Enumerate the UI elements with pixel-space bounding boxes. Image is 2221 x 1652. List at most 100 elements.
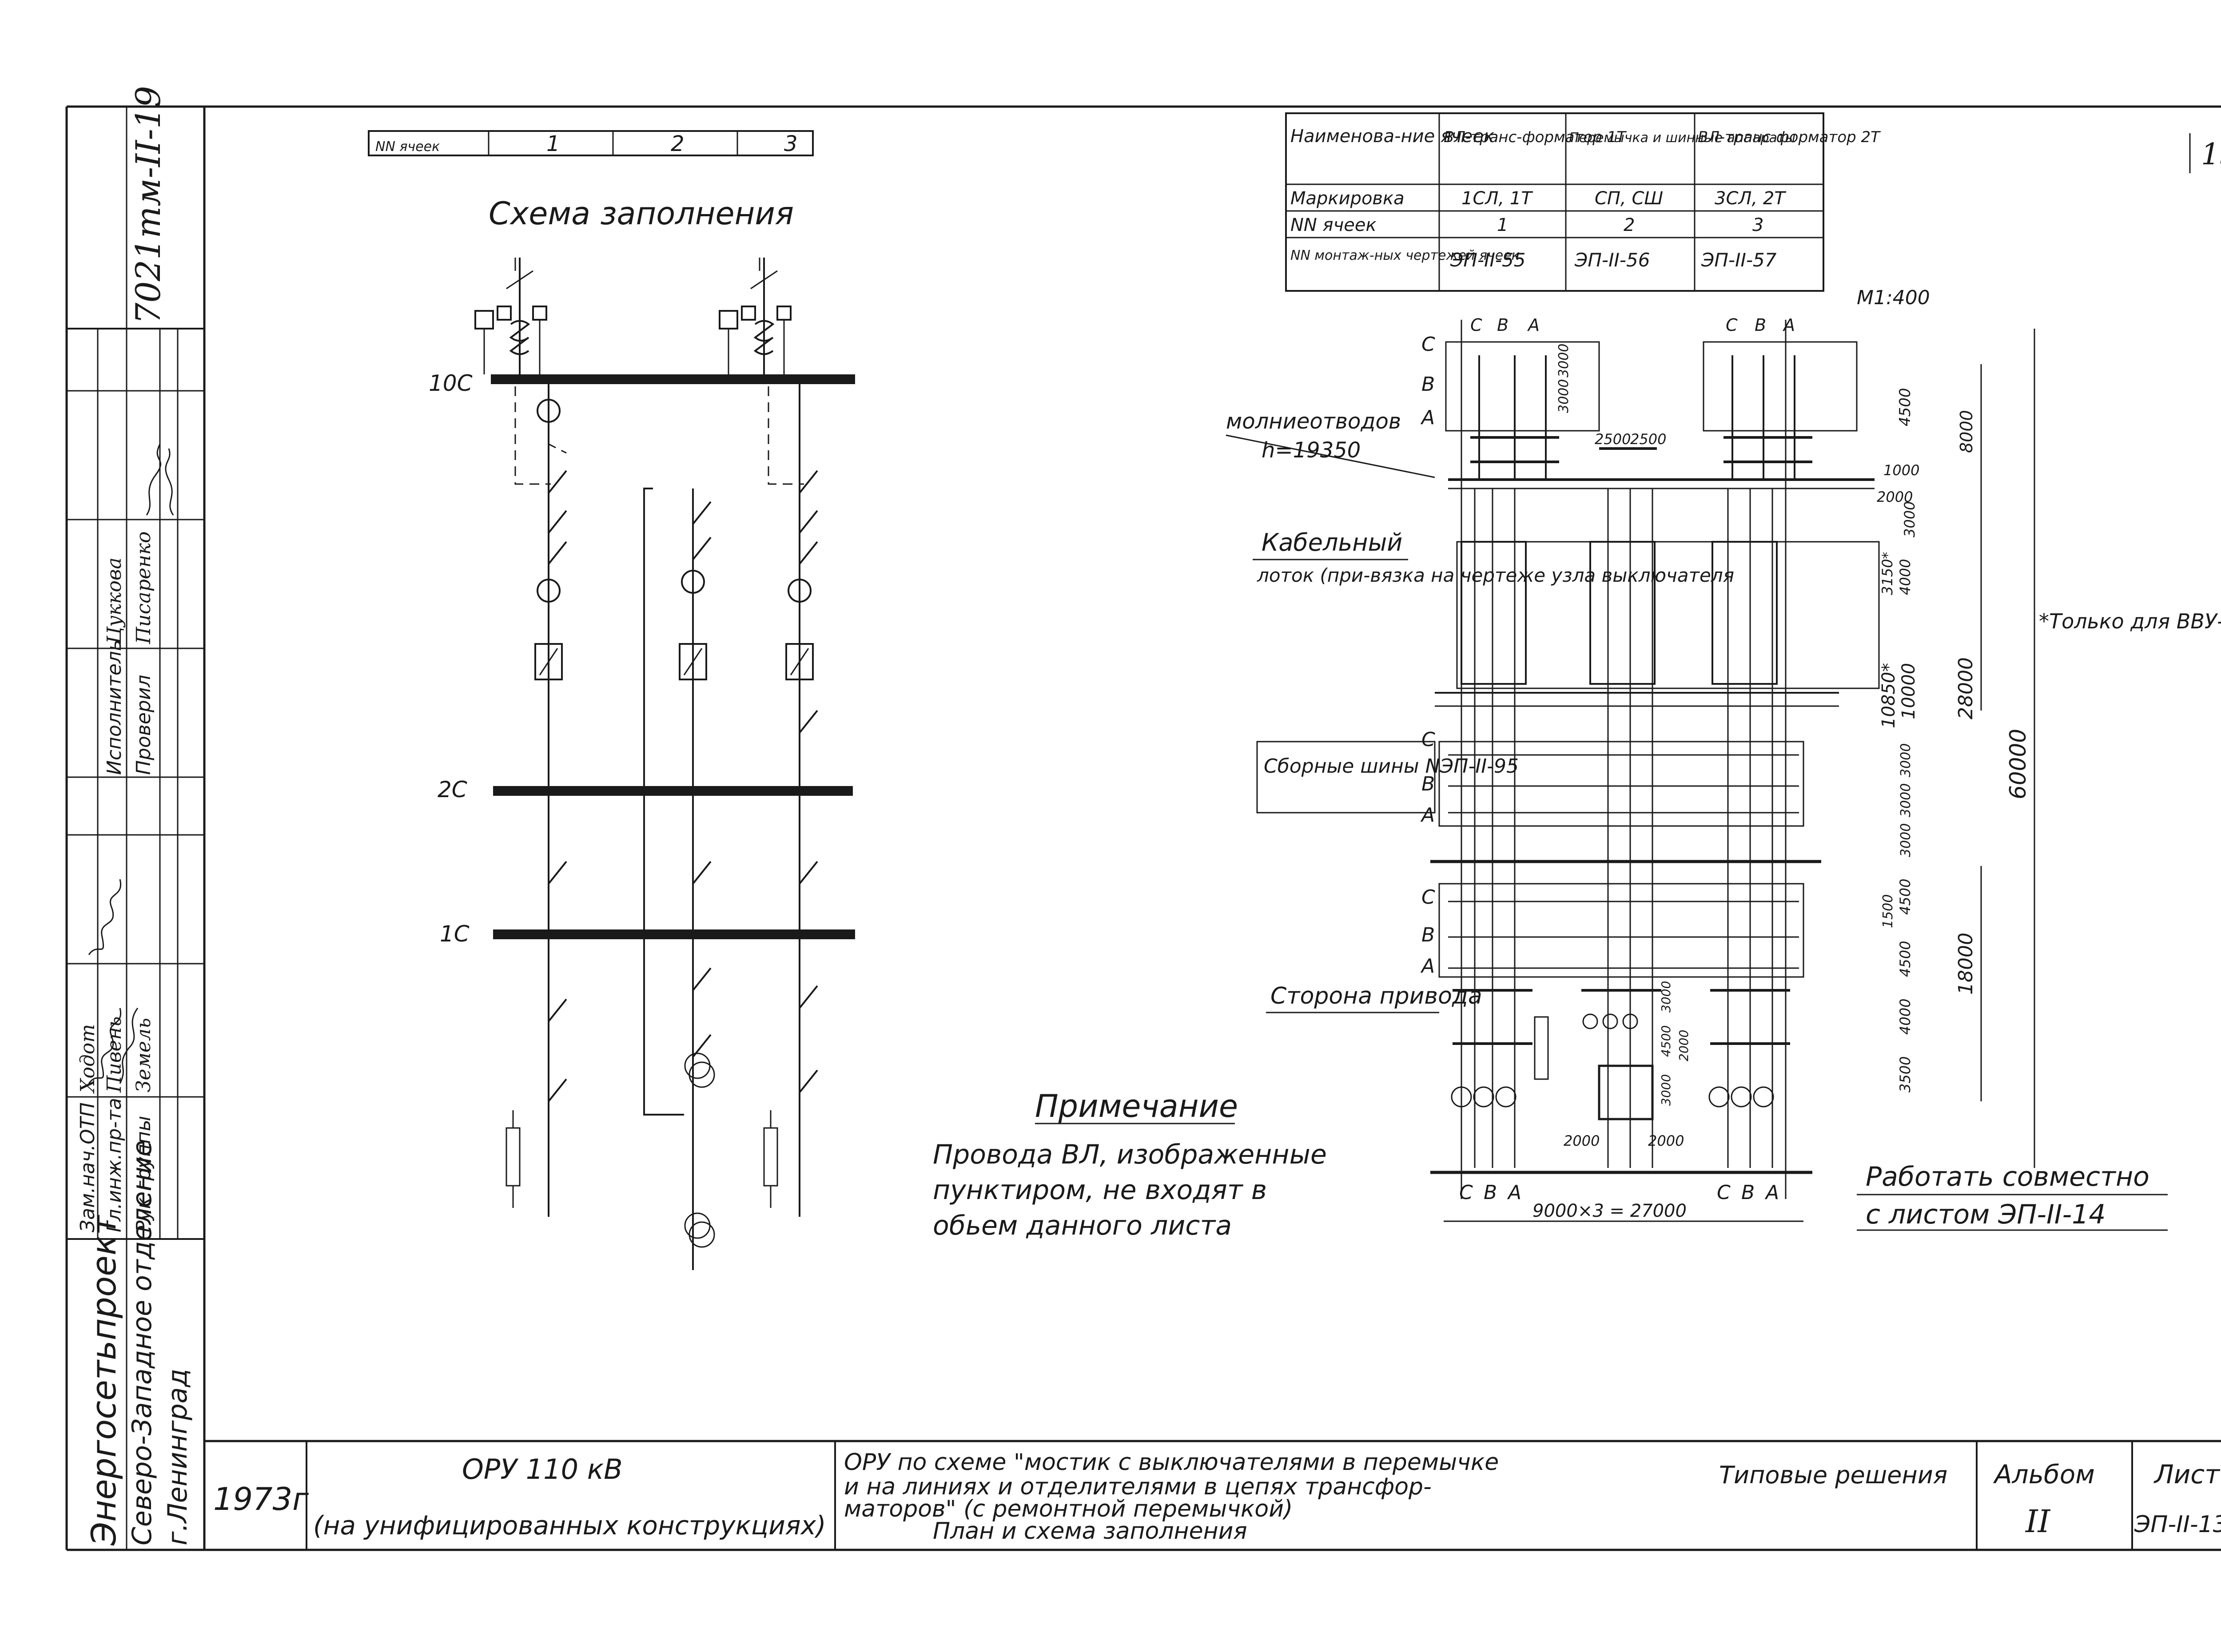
phase-c-col3: С: [1726, 315, 1738, 335]
left-strip: 7021тм-II-19 Зам.нач.ОТП Гл.инж.пр-та Ру…: [67, 86, 204, 1550]
title-desc-line4: План и схема заполнения: [933, 1518, 1247, 1545]
dim-4500b: 4500: [1897, 879, 1914, 915]
signature-4: [165, 448, 174, 516]
dim-2500a: 2500: [1595, 431, 1631, 448]
cells-table: Наименова-ние ячеек ВЛ-транс-форматор 1Т…: [1285, 112, 1881, 292]
plan-view: С В А С В А С В А: [1226, 315, 2221, 1222]
footnote: *Только для ВВУ-110: [2039, 609, 2221, 633]
dim-4500c: 4500: [1897, 941, 1914, 977]
table-row1-value2: СП, СШ: [1595, 188, 1663, 209]
work-with-line1: Работать совместно: [1866, 1161, 2149, 1192]
note-line-3: обьем данного листа: [933, 1210, 1232, 1241]
org-city: г.Ленинград: [162, 1369, 193, 1545]
title-object-line1: ОРУ 110 кВ: [462, 1453, 623, 1485]
label-busbars: Сборные шины NЭП-II-95: [1264, 755, 1519, 778]
note-line-1: Провода ВЛ, изображенные: [933, 1139, 1327, 1170]
dim-2500b: 2500: [1630, 431, 1666, 448]
single-line-scheme: 10С 2С 1С: [429, 258, 855, 1270]
dim-3000d: 3000: [1898, 743, 1914, 777]
dim-3000e: 3000: [1898, 783, 1914, 817]
feeder-3: [768, 384, 818, 786]
dim-10000: 10000: [1899, 663, 1919, 719]
dim-3500: 3500: [1897, 1056, 1914, 1092]
bus-1c-label: 1С: [440, 921, 470, 947]
title-sheet-value: ЭП-II-13: [2134, 1511, 2221, 1538]
bus-10c-label: 10С: [429, 370, 473, 396]
dim-3000f: 3000: [1898, 823, 1914, 857]
title-album-label: Альбом: [1993, 1459, 2095, 1489]
role-0: Зам.нач.ОТП: [76, 1102, 99, 1232]
work-with: Работать совместно с листом ЭП-II-14: [1857, 1161, 2168, 1231]
title-desc-line2: и на линиях и отделителями в цепях транс…: [844, 1473, 1432, 1500]
scheme-title: Схема заполнения: [489, 195, 794, 232]
cell-numbers-header: NN ячеек 1 2 3: [368, 130, 814, 156]
phase-a-top: А: [1420, 406, 1435, 429]
org-name: Энергосетьпроект: [84, 1214, 123, 1546]
phase-c-bottom3: С: [1717, 1181, 1731, 1204]
page-number: 15: [2201, 137, 2221, 171]
name-4: Писаренко: [132, 531, 155, 644]
sheet-frame: [65, 105, 2221, 1551]
name-2: Земель: [132, 1018, 155, 1092]
title-desc-line3: маторов" (с ремонтной перемычкой): [844, 1496, 1293, 1522]
table-row2-label: NN ячеек: [1290, 215, 1377, 235]
table-row1-value3: 3СЛ, 2Т: [1715, 188, 1787, 209]
bus-10c: [491, 374, 855, 384]
label-cable-tray: лоток (при-вязка на чертеже узла выключа…: [1257, 564, 1734, 586]
role-4: Проверил: [132, 675, 155, 775]
table-row0-value1: ВЛ-транс-форматор 1Т: [1444, 128, 1627, 146]
signature-0: [88, 1008, 122, 1084]
label-lightning: молниеотводов: [1226, 409, 1401, 434]
title-year: 1973г: [213, 1481, 309, 1517]
phase-a-low: А: [1420, 955, 1435, 977]
name-0: Ходот: [76, 1024, 99, 1094]
dim-4000b: 4000: [1897, 999, 1914, 1035]
table-row0-label: Наименова-ние ячеек: [1290, 126, 1494, 147]
dim-4000a: 4000: [1897, 559, 1914, 595]
phase-c-bottom1: С: [1459, 1181, 1473, 1204]
phase-a-col1: А: [1527, 315, 1540, 335]
drawing-number: 7021тм-II-19: [128, 86, 168, 324]
dim-28000: 28000: [1954, 657, 1977, 719]
role-3: Исполнитель: [103, 639, 126, 775]
title-series: Типовые решения: [1719, 1461, 1947, 1489]
title-object-line2: (на унифицированных конструкциях): [313, 1510, 826, 1541]
signature-2: [88, 879, 122, 955]
table-row3-value1: ЭП-II-55: [1450, 249, 1525, 271]
dim-2000a: 2000: [1877, 488, 1913, 505]
phase-b-bottom3: В: [1741, 1181, 1755, 1204]
table-row3-value2: ЭП-II-56: [1574, 249, 1650, 271]
dim-2000b: 2000: [1676, 1030, 1691, 1061]
table-row3-label: NN монтаж-ных чертежей ячеек: [1290, 248, 1520, 263]
name-3: Цуккова: [103, 557, 126, 644]
dim-3000b: 3000: [1556, 379, 1572, 413]
dim-8000: 8000: [1957, 410, 1976, 453]
phase-c-col1: С: [1470, 315, 1482, 335]
role-2: Рук.группы: [132, 1116, 155, 1233]
name-1: Пивень: [103, 1017, 126, 1093]
org-dept: Северо-Западное отделение: [127, 1140, 158, 1545]
phase-b-col3: В: [1755, 315, 1766, 335]
title-desc-line1: ОРУ по схеме "мостик с выключателями в п…: [844, 1449, 1499, 1476]
signature-1: [119, 1008, 139, 1084]
cell-number-3: 3: [784, 131, 798, 156]
lower-equipment: [505, 939, 818, 1270]
dim-4500d: 4500: [1659, 1025, 1673, 1057]
phase-b-low: В: [1421, 924, 1435, 946]
title-album-value: II: [2025, 1503, 2051, 1540]
scale-label: М1:400: [1857, 286, 1930, 309]
dim-10850: 10850*: [1879, 663, 1899, 728]
dim-3150: 3150*: [1879, 552, 1896, 595]
table-row0-value3: ВЛ-транс-форматор 2Т: [1698, 128, 1881, 146]
dim-2000c: 2000: [1564, 1132, 1600, 1149]
table-row2-value2: 2: [1624, 215, 1635, 235]
dim-3000g: 3000: [1659, 1074, 1673, 1106]
title-block: 1973г ОРУ 110 кВ (на унифицированных кон…: [213, 1441, 2221, 1550]
cell-number-1: 1: [546, 131, 560, 156]
phase-b-col1: В: [1497, 315, 1509, 335]
work-with-line2: с листом ЭП-II-14: [1866, 1199, 2106, 1230]
transformer-2t-symbol: [719, 258, 792, 374]
table-row2-value3: 3: [1752, 215, 1763, 235]
table-row1-label: Маркировка: [1290, 188, 1405, 209]
